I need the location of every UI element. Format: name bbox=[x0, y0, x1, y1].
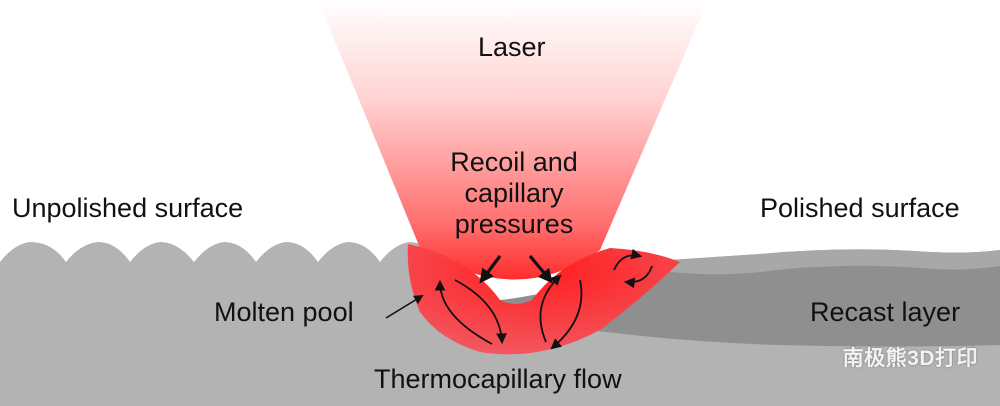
circulation-loop-bottom bbox=[623, 265, 653, 289]
recast-layer-label: Recast layer bbox=[810, 297, 961, 327]
polished-surface bbox=[640, 249, 1000, 275]
flow-arrow-right-inner bbox=[550, 279, 583, 350]
pressure-arrow-right bbox=[528, 254, 553, 284]
circulation-loop-top bbox=[613, 248, 643, 271]
watermark-text: 南极熊3D打印 bbox=[842, 347, 978, 370]
flow-arrow-left-inner bbox=[454, 279, 507, 345]
pressure-arrow-left bbox=[479, 255, 502, 284]
laser-beam bbox=[318, 0, 708, 280]
unpolished-surface-label: Unpolished surface bbox=[12, 193, 244, 223]
flow-arrow-left-outer bbox=[434, 279, 493, 345]
recoil-line-2: capillary bbox=[464, 178, 564, 209]
recoil-pressures-label: Recoil and capillary pressures bbox=[424, 147, 604, 240]
polished-surface-label: Polished surface bbox=[760, 193, 960, 223]
laser-label: Laser bbox=[478, 32, 546, 62]
unpolished-surface bbox=[0, 242, 440, 406]
molten-pool-pointer bbox=[385, 294, 424, 319]
flow-arrow-right-outer bbox=[539, 274, 562, 343]
recoil-line-1: Recoil and bbox=[450, 147, 578, 177]
molten-pool-label: Molten pool bbox=[214, 297, 354, 327]
thermocapillary-flow-label: Thermocapillary flow bbox=[374, 364, 622, 394]
recoil-line-3: pressures bbox=[454, 209, 574, 240]
